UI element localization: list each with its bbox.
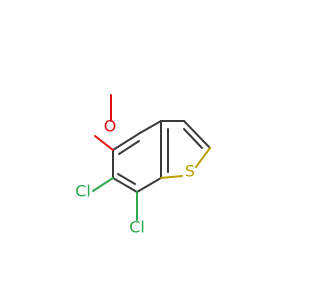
- bond-c2-s: [195, 147, 211, 168]
- bond-c3-c2: [183, 120, 211, 149]
- bond-c7-c6-inner: [117, 173, 136, 185]
- bond-c7a-c7: [136, 177, 162, 193]
- bond-c6-cl: [92, 177, 114, 192]
- molecule-drawing: O S Cl Cl: [75, 94, 211, 237]
- chlorine-6-label: Cl: [75, 182, 91, 201]
- bond-c5-c4: [112, 132, 141, 151]
- bond-s-c7a: [160, 175, 183, 179]
- sulfur-label: S: [185, 162, 195, 181]
- chlorine-7-label: Cl: [129, 218, 145, 237]
- bond-c5-o: [94, 135, 114, 151]
- bond-c4-c3a: [139, 120, 162, 134]
- bond-c3-c2-inner: [183, 128, 203, 149]
- bond-c7-c6: [112, 177, 138, 193]
- oxygen-label: O: [104, 117, 117, 136]
- bond-c5-c4-inner: [118, 140, 140, 155]
- structure-canvas: O S Cl Cl: [75, 94, 211, 237]
